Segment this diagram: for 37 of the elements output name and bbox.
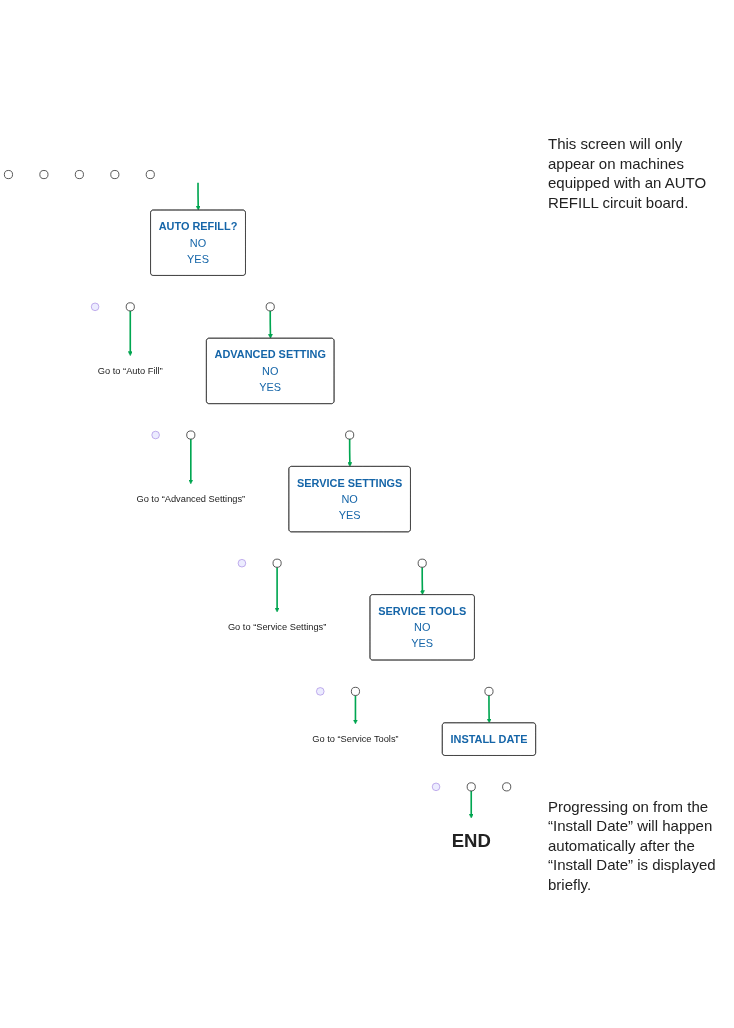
node-dot (316, 686, 325, 696)
node-dot (431, 782, 441, 791)
note-text: This screen will only appear on machines equipped with an AUTO REFILL circuit board. (548, 134, 708, 212)
node-circle (186, 430, 196, 440)
node-text: Go to “Advanced Settings” (136, 493, 246, 504)
node-dot (237, 558, 246, 567)
node-text: Go to “Auto Fill” (97, 365, 163, 376)
node-text: Go to “Service Tools” (312, 733, 399, 744)
node-circle (145, 169, 155, 179)
arrow (486, 694, 492, 723)
node-circle (3, 169, 13, 179)
node-circle (39, 169, 49, 179)
node-circle (265, 301, 275, 311)
arrow (347, 437, 353, 467)
node-circle (502, 781, 512, 791)
node-circle (125, 301, 135, 311)
arrow (468, 789, 474, 819)
arrow (268, 309, 273, 339)
node-circle (466, 781, 476, 791)
node-circle (74, 169, 84, 179)
node-dot (151, 430, 160, 439)
node-circle (417, 558, 427, 568)
node-circle (272, 558, 282, 568)
node-circle (345, 430, 355, 440)
node-dot (91, 302, 100, 311)
note-text: Progressing on from the “Install Date” will happen automatically after the “Install Date” is displayed briefly. (548, 796, 717, 894)
arrow (420, 566, 425, 595)
node-text: END (451, 829, 491, 851)
node-circle (484, 686, 494, 696)
node-circle (110, 169, 120, 179)
arrow (195, 181, 201, 211)
arrow (127, 309, 133, 356)
arrow (188, 437, 194, 484)
node-circle (350, 686, 360, 696)
arrow (274, 566, 280, 612)
node-text: Go to “Service Settings” (227, 621, 327, 632)
arrow (353, 694, 358, 724)
